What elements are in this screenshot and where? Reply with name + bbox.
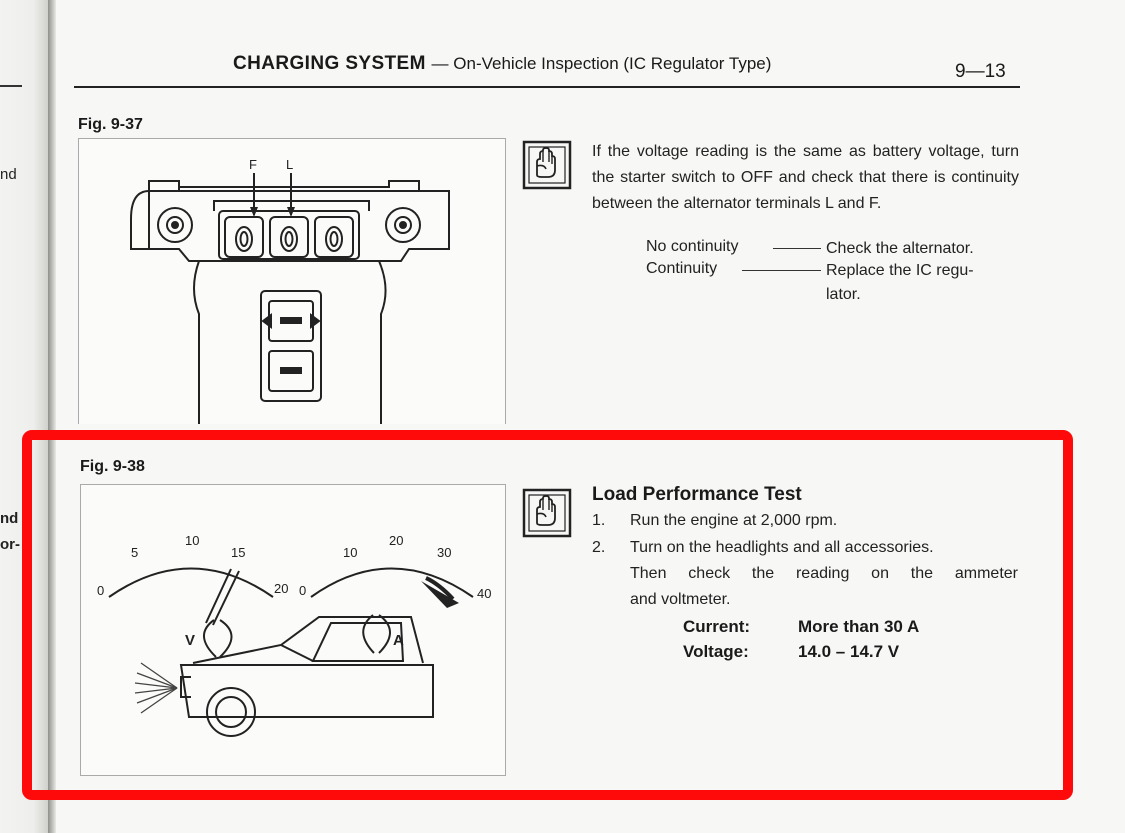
fig-9-37-label: Fig. 9-37 — [78, 116, 143, 133]
voltmeter-scale-label: 10 — [185, 533, 199, 548]
ammeter-letter: A — [393, 632, 404, 649]
inspection-paragraph: If the voltage reading is the same as ba… — [592, 143, 1019, 212]
continuity-action-cont: lator. — [826, 286, 861, 303]
no-continuity-label: No continuity — [646, 238, 739, 255]
step-number: 2. — [592, 539, 606, 556]
load-test-illustration: 0 5 10 15 20 0 10 20 30 40 V A — [97, 533, 491, 737]
ammeter-scale-label: 40 — [477, 586, 491, 601]
header-rule — [74, 86, 1020, 88]
page-header-title: CHARGING SYSTEM — On-Vehicle Inspection … — [233, 53, 771, 75]
hand-icon — [522, 488, 572, 538]
arrow-line — [742, 270, 821, 271]
header-subtitle: — On-Vehicle Inspection (IC Regulator Ty… — [431, 54, 772, 73]
step-1-text: Run the engine at 2,000 rpm. — [630, 512, 838, 529]
no-continuity-action: Check the alternator. — [826, 240, 974, 257]
book-gutter — [48, 0, 56, 833]
voltmeter-scale-label: 0 — [97, 583, 104, 598]
fig-9-38-label: Fig. 9-38 — [80, 458, 145, 475]
continuity-label: Continuity — [646, 260, 718, 277]
header-section-title: CHARGING SYSTEM — [233, 53, 426, 74]
regulator-connector-illustration: F L — [130, 157, 450, 424]
highlight-rectangle — [22, 430, 1073, 800]
fig-9-38-load-test-drawing: 0 5 10 15 20 0 10 20 30 40 V A — [80, 484, 506, 776]
terminal-l-label: L — [286, 157, 293, 172]
voltmeter-scale-label: 20 — [274, 581, 288, 596]
fig-9-37-regulator-connector-drawing: F L — [78, 138, 506, 424]
load-test-title: Load Performance Test — [592, 484, 802, 505]
voltmeter-scale-label: 15 — [231, 545, 245, 560]
step-number: 1. — [592, 512, 606, 529]
current-spec-label: Current: — [683, 617, 751, 636]
voltmeter-letter: V — [185, 632, 195, 649]
left-page-fragment: or- — [0, 536, 20, 553]
ammeter-scale-label: 0 — [299, 583, 306, 598]
step-2-text: Turn on the headlights and all accessori… — [630, 539, 934, 556]
current-spec-value: More than 30 A — [798, 617, 920, 636]
ammeter-scale-label: 10 — [343, 545, 357, 560]
arrow-line — [773, 248, 821, 249]
voltage-spec-value: 14.0 – 14.7 V — [798, 642, 900, 661]
hand-icon — [522, 488, 572, 538]
step-2-text: Then check the reading on the ammeter — [630, 565, 1018, 582]
left-page-fragment: nd — [0, 510, 19, 527]
voltage-spec-label: Voltage: — [683, 642, 749, 661]
terminal-f-label: F — [249, 157, 257, 172]
ammeter-scale-label: 30 — [437, 545, 451, 560]
hand-icon — [522, 140, 572, 190]
continuity-action: Replace the IC regu- — [826, 262, 974, 279]
ammeter-scale-label: 20 — [389, 533, 403, 548]
voltmeter-scale-label: 5 — [131, 545, 138, 560]
page-number: 9—13 — [955, 61, 1006, 82]
hand-icon — [522, 140, 572, 190]
left-page-fragment: nd — [0, 166, 17, 183]
left-page-rule — [0, 85, 22, 87]
step-2-text: and voltmeter. — [630, 591, 731, 608]
